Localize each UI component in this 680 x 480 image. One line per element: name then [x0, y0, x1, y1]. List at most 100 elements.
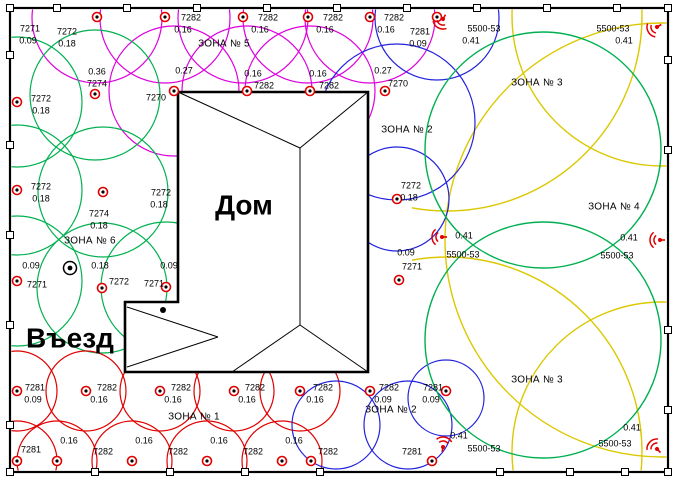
sprinkler-head: [97, 186, 109, 198]
coverage-circle-red1: [166, 420, 248, 471]
head-value-label: 7272: [151, 187, 171, 197]
head-value-label: 0.09: [422, 394, 440, 404]
boundary-tick: [193, 4, 201, 12]
head-value-label: 5500-53: [600, 250, 633, 260]
head-value-label: 7272: [31, 181, 51, 191]
coverage-circle-green6: [11, 215, 83, 347]
sprinkler-head: [11, 455, 23, 467]
sprinkler-center: [101, 190, 105, 194]
head-value-label: 0.16: [285, 435, 303, 445]
sprinkler-head: [391, 193, 403, 205]
sprinkler-center: [15, 389, 19, 393]
head-value-label: 7270: [146, 92, 166, 102]
head-value-label: 0.18: [32, 193, 50, 203]
head-value-label: 7282: [254, 80, 274, 90]
head-value-label: 7272: [401, 180, 421, 190]
head-value-label: 7271: [144, 278, 164, 288]
sprinkler-center: [298, 389, 302, 393]
sprinkler-head: [379, 85, 391, 97]
sprinkler-head: [80, 385, 92, 397]
house-dot: [160, 307, 166, 313]
head-value-label: 0.18: [58, 38, 76, 48]
sprinkler-center: [15, 279, 19, 283]
head-value-label: 0.41: [615, 35, 633, 45]
sprinkler-center: [309, 459, 313, 463]
sprinkler-center: [397, 278, 401, 282]
rotor-stem: [441, 446, 444, 453]
head-value-label: 0.41: [450, 430, 468, 440]
rotor-head: [646, 23, 662, 38]
boundary-tick: [473, 4, 481, 12]
rotor-arc: [650, 442, 658, 450]
sprinkler-center: [383, 89, 387, 93]
head-value-label: 7282: [379, 382, 399, 392]
coverage-circle-yellow: [511, 301, 667, 471]
head-value-label: 0.09: [24, 394, 42, 404]
valve-symbol: [62, 260, 78, 276]
head-value-label: 0.16: [90, 394, 108, 404]
boundary-tick: [543, 4, 551, 12]
head-value-label: 7271: [402, 261, 422, 271]
sprinkler-head: [276, 455, 288, 467]
zone-label: ЗОНА № 2: [381, 125, 433, 136]
boundary-tick: [6, 321, 14, 329]
head-value-label: 0.09: [397, 247, 415, 257]
coverage-circle-green6: [11, 124, 83, 256]
sprinkler-head: [201, 455, 213, 467]
sprinkler-center: [205, 459, 209, 463]
sprinkler-head: [91, 11, 103, 23]
boundary-tick: [613, 4, 621, 12]
boundary-tick: [664, 468, 672, 476]
coverage-circle-green3: [424, 31, 662, 269]
zone-label: ЗОНА № 1: [168, 412, 220, 423]
roof-line: [299, 324, 369, 373]
head-value-label: 0.16: [244, 68, 262, 78]
boundary-tick: [496, 468, 504, 476]
coverage-circle-red1: [241, 420, 323, 471]
sprinkler-head: [364, 11, 376, 23]
area-title-label: Въезд: [26, 322, 114, 353]
head-value-label: 7282: [323, 12, 343, 22]
boundary-tick: [664, 326, 672, 334]
coverage-circle-red1: [91, 420, 173, 471]
rotor-arc: [435, 231, 439, 243]
head-value-label: 0.16: [210, 435, 228, 445]
head-value-label: 0.09: [19, 35, 37, 45]
boundary-tick: [333, 4, 341, 12]
boundary-tick: [263, 4, 271, 12]
head-value-label: 7282: [243, 446, 263, 456]
roof-line: [299, 91, 369, 149]
coverage-circle-green6: [29, 29, 161, 161]
head-value-label: 0.09: [160, 260, 178, 270]
sprinkler-head: [11, 385, 23, 397]
sprinkler-center: [93, 92, 97, 96]
valve-center: [67, 265, 73, 271]
sprinkler-center: [130, 459, 134, 463]
head-value-label: 7282: [384, 12, 404, 22]
sprinkler-center: [306, 15, 310, 19]
head-value-label: 5500-53: [598, 438, 631, 448]
sprinkler-head: [96, 282, 108, 294]
boundary-tick: [6, 231, 14, 239]
sprinkler-head: [228, 385, 240, 397]
rotor-arc: [436, 19, 446, 26]
coverage-circle-yellow: [412, 9, 643, 212]
rotor-head: [432, 14, 447, 30]
head-value-label: 0.27: [374, 65, 392, 75]
sprinkler-head: [304, 85, 316, 97]
boundary-tick: [53, 4, 61, 12]
coverage-circle-blue2: [407, 359, 485, 437]
sprinkler-center: [241, 15, 245, 19]
head-value-label: 0.18: [150, 199, 168, 209]
boundary-tick: [316, 468, 324, 476]
coverage-circle-blue2: [363, 380, 453, 470]
zone-label: ЗОНА № 3: [511, 78, 563, 89]
head-value-label: 0.16: [135, 435, 153, 445]
head-value-label: 7282: [168, 446, 188, 456]
sprinkler-head: [364, 385, 376, 397]
head-value-label: 7274: [89, 208, 109, 218]
boundary-tick: [566, 468, 574, 476]
sprinkler-center: [232, 389, 236, 393]
sprinkler-center: [395, 197, 399, 201]
